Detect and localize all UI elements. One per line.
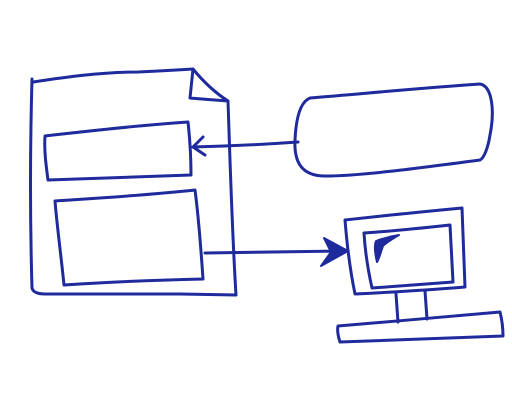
arrow-content-to-monitor <box>203 249 345 255</box>
monitor-frame <box>343 206 467 296</box>
arrowhead-filled <box>320 237 349 267</box>
monitor-neck <box>394 289 429 324</box>
document-header-box <box>43 120 193 182</box>
document-content-box <box>53 188 205 287</box>
cursor-icon <box>373 234 400 263</box>
source-box <box>293 82 494 178</box>
source-node <box>293 82 494 178</box>
arrow-source-to-header <box>191 140 300 149</box>
document-node <box>29 67 238 297</box>
edges <box>191 135 349 267</box>
monitor-node <box>336 206 505 344</box>
monitor-screen <box>362 223 455 290</box>
monitor-base <box>336 310 505 344</box>
document-page-outline <box>29 67 238 297</box>
arrowhead-open <box>191 135 207 157</box>
